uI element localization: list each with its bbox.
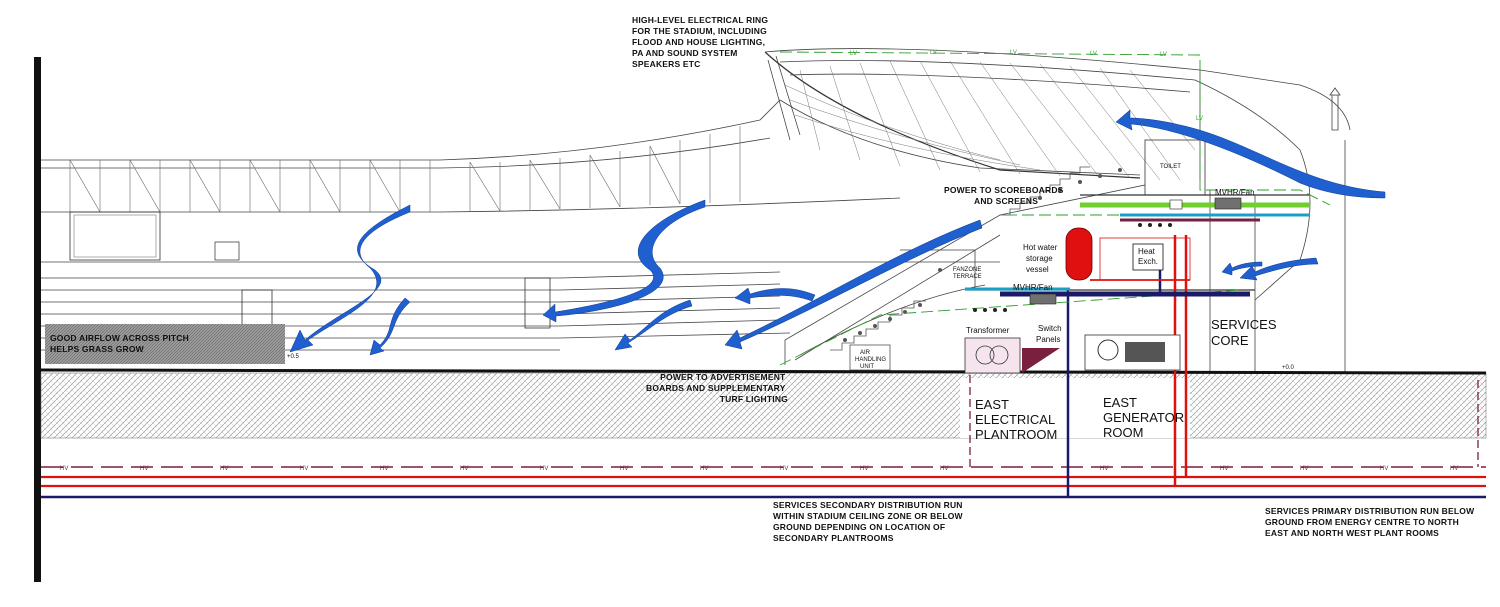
- hv-tag: HV: [300, 466, 308, 472]
- lv-tag: LV: [1010, 50, 1017, 56]
- secondary-distribution-label: SERVICES SECONDARY DISTRIBUTION RUN WITH…: [773, 500, 965, 543]
- services-core-label: SERVICES CORE: [1211, 317, 1280, 348]
- primary-distribution-label: SERVICES PRIMARY DISTRIBUTION RUN BELOW …: [1265, 506, 1477, 538]
- lv-tag: LV: [850, 51, 857, 57]
- hot-water-vessel: [1065, 227, 1093, 281]
- fanzone-label: FANZONE TERRACE: [953, 267, 983, 280]
- hv-tag: HV: [1100, 466, 1108, 472]
- transformer-label: Transformer: [966, 326, 1010, 335]
- hot-water-label: Hot water storage vessel: [1023, 243, 1059, 274]
- airflow-arrow: [614, 299, 693, 351]
- ground-section: [40, 372, 1487, 439]
- stadium-structure: [41, 48, 1351, 376]
- airflow-arrows: [289, 109, 1386, 356]
- hv-tag: HV: [940, 466, 948, 472]
- lv-tag: LV: [1196, 116, 1203, 122]
- airflow-arrow: [289, 204, 411, 353]
- lv-tag: LV: [1160, 52, 1167, 58]
- hv-tag: HV: [620, 466, 628, 472]
- cable-tags: HV HV HV HV HV HV HV HV HV HV HV HV HV H…: [60, 50, 1458, 472]
- toilet-label: TOILET: [1160, 164, 1181, 170]
- annotation-labels: HIGH-LEVEL ELECTRICAL RING FOR THE STADI…: [50, 15, 1477, 543]
- pitch-level-line: [40, 368, 1487, 375]
- hv-tag: HV: [1380, 466, 1388, 472]
- airflow-arrow: [724, 219, 983, 350]
- transformer: [964, 337, 1021, 374]
- basement-void: [960, 378, 1190, 438]
- airflow-arrow: [734, 287, 816, 305]
- pitch-airflow-hatch: [45, 324, 285, 364]
- east-electrical-label: EAST ELECTRICAL PLANTROOM: [975, 397, 1058, 442]
- hv-tag: HV: [60, 466, 68, 472]
- mvhr-upper-label: MVHR/Fan: [1215, 188, 1255, 197]
- mvhr-lower-unit: [1029, 293, 1057, 305]
- hv-tag: HV: [860, 466, 868, 472]
- hv-tag: HV: [1300, 466, 1308, 472]
- level-left: +0.5: [287, 354, 300, 360]
- hv-tag: HV: [540, 466, 548, 472]
- heat-exchanger: [1132, 243, 1164, 271]
- hv-tag: HV: [1450, 466, 1458, 472]
- advert-label: POWER TO ADVERTISEMENT BOARDS AND SUPPLE…: [646, 372, 788, 404]
- east-generator-label: EAST GENERATOR ROOM: [1103, 395, 1188, 440]
- level-right: +0.0: [1282, 365, 1295, 371]
- heat-exch-label: Heat Exch.: [1138, 247, 1158, 266]
- hv-tag: HV: [1220, 466, 1228, 472]
- scoreboards-label: POWER TO SCOREBOARDS AND SCREENS: [944, 185, 1066, 206]
- spectator-figures: [843, 168, 1122, 342]
- airflow-arrow: [1239, 257, 1319, 281]
- hv-tag: HV: [700, 466, 708, 472]
- switch-panels: [1022, 348, 1060, 373]
- left-boundary-wall: [34, 57, 41, 582]
- airflow-arrow: [542, 199, 706, 323]
- switch-panels-label: Switch Panels: [1036, 324, 1064, 344]
- airflow-arrow: [1115, 109, 1386, 199]
- plant-equipment: [964, 197, 1242, 374]
- airflow-arrow: [1221, 261, 1263, 276]
- ring-label: HIGH-LEVEL ELECTRICAL RING FOR THE STADI…: [632, 15, 771, 69]
- mvhr-upper-unit: [1214, 197, 1242, 210]
- hv-tag: HV: [380, 466, 388, 472]
- lv-tag: LV: [1090, 51, 1097, 57]
- ahu-label: AIR HANDLING UNIT: [855, 350, 888, 370]
- airflow-label: GOOD AIRFLOW ACROSS PITCH HELPS GRASS GR…: [50, 333, 192, 354]
- hv-tag: HV: [460, 466, 468, 472]
- airflow-arrow: [369, 297, 411, 356]
- hv-tag: HV: [780, 466, 788, 472]
- hv-tag: HV: [220, 466, 228, 472]
- mvhr-lower-label: MVHR/Fan: [1013, 283, 1053, 292]
- lv-tag: LV: [930, 50, 937, 56]
- hv-tag: HV: [140, 466, 148, 472]
